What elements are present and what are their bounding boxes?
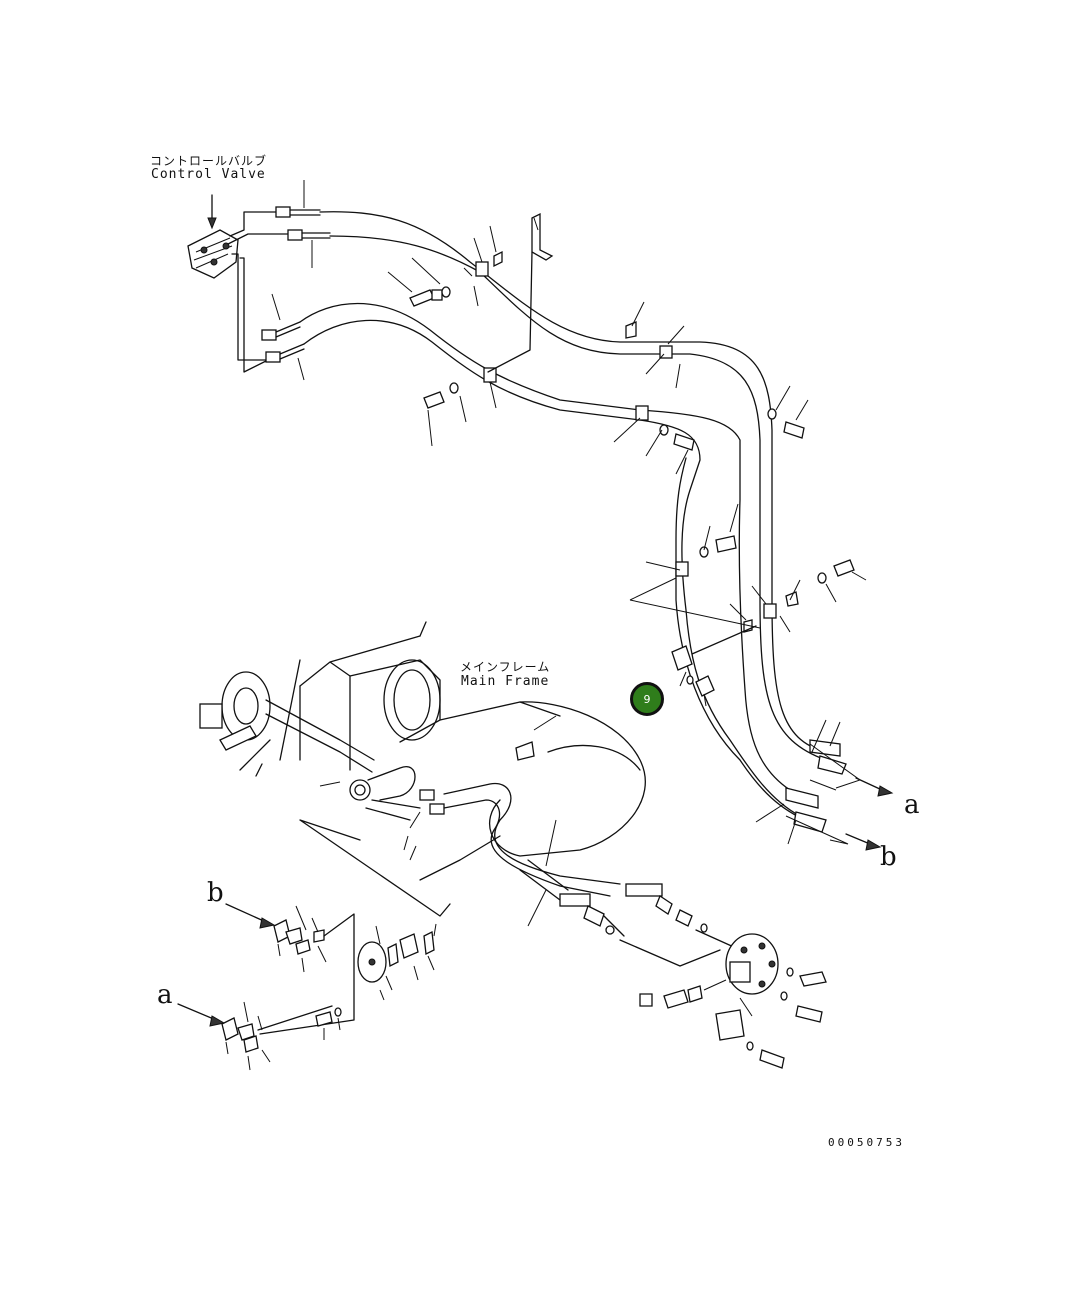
flange-block [199,659,621,897]
control-valve-label-jp: コントロールバルブ [150,154,268,168]
control-valve-icon [187,194,239,279]
outlet-fittings [755,719,894,851]
bottom-left-assembly [177,903,437,1071]
drawing-number: 00050753 [828,1136,905,1149]
lower-hose-assembly [519,819,827,1069]
connector-a-outlet-label: a [904,790,920,820]
connector-b-inlet-label: b [207,878,224,908]
main-frame-label-en: Main Frame [461,674,550,689]
main-frame-icon [299,621,646,917]
upper-hose-routing [227,180,867,823]
control-valve-label-en: Control Valve [151,167,266,182]
part-callout-9[interactable]: 9 [630,682,664,716]
main-frame-label-jp: メインフレーム [460,660,551,674]
connector-b-outlet-label: b [880,842,897,872]
part-callout-number: 9 [643,692,651,706]
connector-a-inlet-label: a [157,980,173,1010]
